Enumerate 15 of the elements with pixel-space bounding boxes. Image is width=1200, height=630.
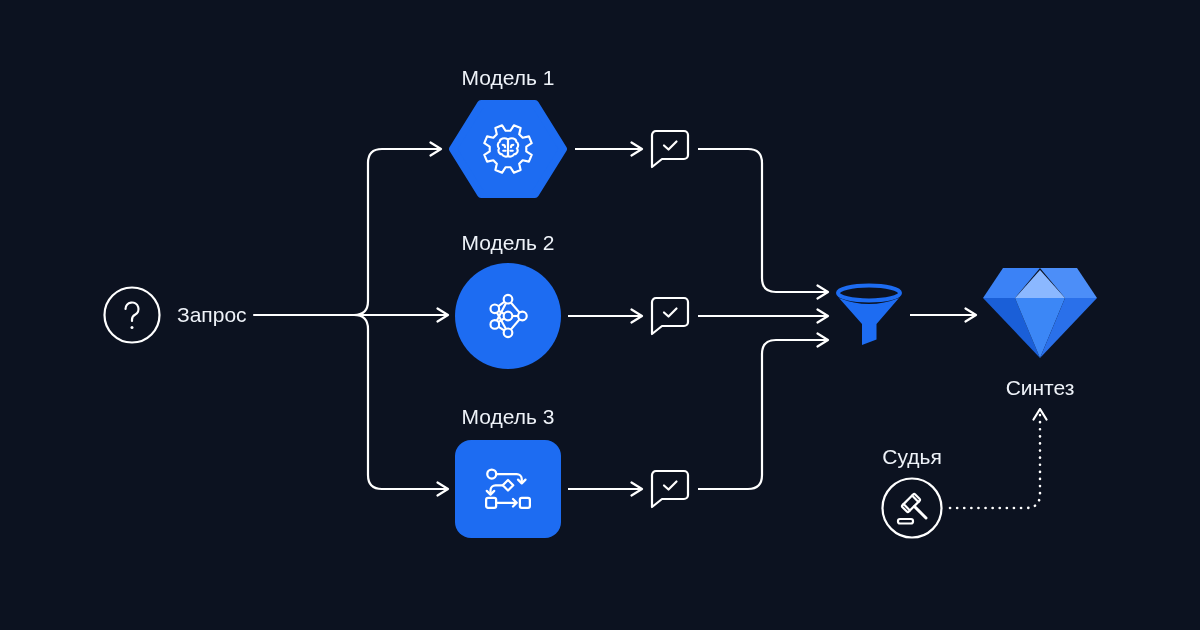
arrow — [575, 141, 644, 157]
node-label: Модель 3 — [461, 404, 555, 430]
node-label: Судья — [882, 444, 942, 470]
arrow — [910, 307, 978, 323]
node-label: Модель 1 — [461, 65, 555, 91]
node-label: Синтез — [1005, 375, 1075, 401]
arrow — [698, 147, 830, 300]
arrow — [698, 308, 830, 324]
dotted-arrow — [948, 407, 1048, 510]
arrow — [698, 332, 830, 491]
node-label: Запрос — [177, 302, 247, 328]
arrow — [568, 308, 644, 324]
node-label: Модель 2 — [461, 230, 555, 256]
arrow — [568, 481, 644, 497]
arrow — [253, 313, 450, 497]
